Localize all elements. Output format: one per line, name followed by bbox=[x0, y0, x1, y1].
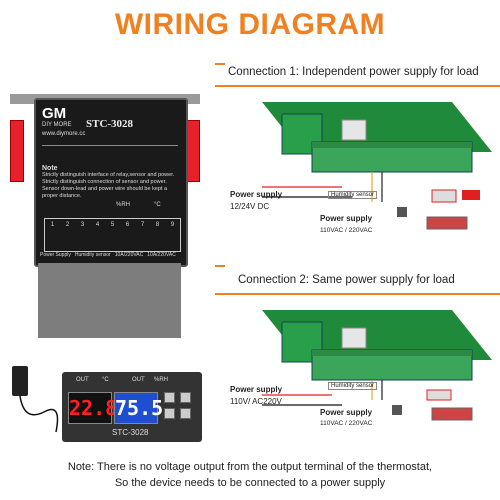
controller-device: GM DIY MORE www.diymore.cc STC-3028 Note… bbox=[6, 88, 202, 338]
connection-2-label: Connection 2: Same power supply for load bbox=[238, 274, 455, 286]
humidity-sensor-label: Humidity sensor bbox=[328, 191, 378, 199]
thermostat-model: STC-3028 bbox=[112, 428, 149, 437]
terminal-number: 5 bbox=[110, 222, 115, 228]
humidity-readout: 75.5 bbox=[114, 392, 163, 424]
connection-1-label: Connection 1: Independent power supply f… bbox=[228, 66, 479, 78]
load-power-label: Power supply bbox=[320, 214, 373, 223]
up-button[interactable] bbox=[180, 392, 191, 403]
celsius-label: °C bbox=[102, 377, 109, 383]
terminal-numbers: 1 2 3 4 5 6 7 8 9 bbox=[45, 219, 180, 228]
terminal-label: Power Supply bbox=[40, 252, 71, 258]
terminal-number: 8 bbox=[155, 222, 160, 228]
out-label: OUT bbox=[132, 377, 145, 383]
mode-button[interactable] bbox=[164, 408, 175, 419]
power-supply-label: Power supply bbox=[230, 190, 283, 199]
celsius-label: °C bbox=[154, 202, 161, 208]
device-body bbox=[38, 263, 181, 338]
device-notes: Note Strictly distinguish interface of r… bbox=[42, 165, 177, 210]
note-line: Sensor down-lead and power wire should b… bbox=[42, 186, 168, 199]
wiring-board-1 bbox=[262, 102, 492, 230]
power-supply-value: 12/24V DC bbox=[230, 202, 270, 211]
brand-logo: GM bbox=[42, 105, 67, 122]
terminal-number: 6 bbox=[125, 222, 130, 228]
note-label: Note bbox=[42, 165, 58, 172]
terminal-number: 1 bbox=[50, 222, 55, 228]
terminal-number: 3 bbox=[80, 222, 85, 228]
note-line: Strictly distinguish connection of senso… bbox=[42, 179, 167, 185]
humidity-probe-icon bbox=[12, 366, 59, 433]
label-bar-bottom bbox=[215, 85, 500, 87]
note-line: Strictly distinguish interface of relay,… bbox=[42, 172, 175, 178]
down-button[interactable] bbox=[180, 408, 191, 419]
model-name: STC-3028 bbox=[86, 118, 134, 130]
terminal-number: 4 bbox=[95, 222, 100, 228]
load-power-label: Power supply bbox=[320, 408, 373, 417]
terminal-number: 7 bbox=[140, 222, 145, 228]
mount-clip bbox=[186, 120, 200, 182]
divider bbox=[42, 145, 178, 146]
note-line-2: So the device needs to be connected to a… bbox=[114, 477, 386, 489]
humidity-sensor-label: Humidity sensor bbox=[328, 382, 378, 390]
label-bar-left bbox=[215, 265, 225, 267]
power-supply-value: 110V/ AC220V bbox=[230, 397, 282, 406]
load-power-value: 110VAC / 220VAC bbox=[320, 227, 373, 234]
terminal-number: 9 bbox=[170, 222, 175, 228]
brand-name: DIY MORE bbox=[42, 122, 72, 128]
terminal-label: 10A/220VAC bbox=[114, 252, 144, 258]
wiring-board-2 bbox=[262, 310, 492, 421]
power-supply-label: Power supply bbox=[230, 385, 283, 394]
set-button[interactable] bbox=[164, 392, 175, 403]
terminal-label: 10A/220VAC bbox=[147, 252, 176, 258]
terminal-labels: Power Supply Humidity sensor 10A/220VAC … bbox=[40, 252, 176, 258]
terminal-block: 1 2 3 4 5 6 7 8 9 bbox=[44, 218, 181, 252]
rh-label: %RH bbox=[154, 377, 169, 383]
load-power-value: 110VAC / 220VAC bbox=[320, 420, 373, 427]
thermostat-display: OUT OUT °C %RH 22.8 75.5 STC-3028 bbox=[62, 372, 202, 442]
page-title: WIRING DIAGRAM bbox=[114, 8, 386, 41]
note-line-1: Note: There is no voltage output from th… bbox=[67, 461, 433, 473]
brand-site: www.diymore.cc bbox=[42, 131, 86, 137]
device-label-plate: GM DIY MORE www.diymore.cc STC-3028 Note… bbox=[34, 98, 188, 267]
terminal-label: Humidity sensor bbox=[74, 252, 111, 258]
rh-label: %RH bbox=[116, 202, 131, 208]
temperature-readout: 22.8 bbox=[68, 392, 117, 424]
label-bar-bottom bbox=[215, 293, 500, 295]
terminal-number: 2 bbox=[65, 222, 70, 228]
out-label: OUT bbox=[76, 377, 89, 383]
label-bar-left bbox=[215, 63, 225, 65]
mount-clip bbox=[10, 120, 24, 182]
